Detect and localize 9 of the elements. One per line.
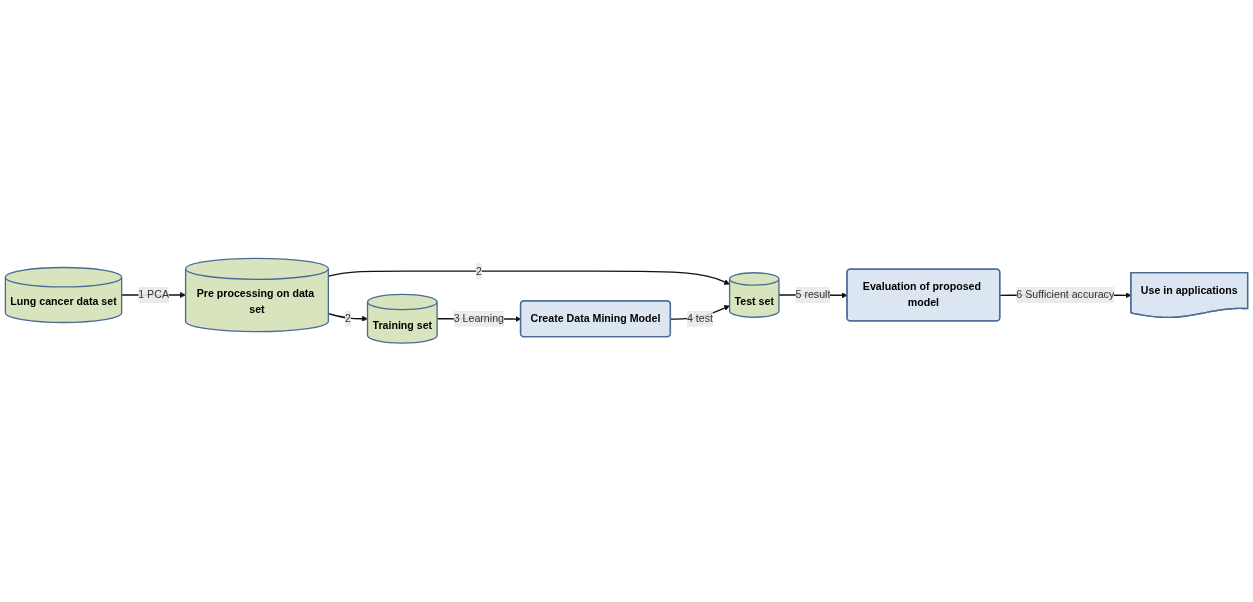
- edge-label: 1 PCA: [138, 289, 169, 301]
- edge-label: 2: [475, 265, 482, 277]
- arrow: [327, 313, 368, 322]
- edge-label: 2: [344, 313, 351, 325]
- edge-label: 3 Learning: [453, 313, 504, 325]
- arrow: [327, 270, 730, 286]
- edge-label: 4 test: [686, 313, 713, 325]
- edge-label: 6 Sufficient accuracy: [1016, 289, 1115, 301]
- edge-label: 5 result: [795, 289, 831, 301]
